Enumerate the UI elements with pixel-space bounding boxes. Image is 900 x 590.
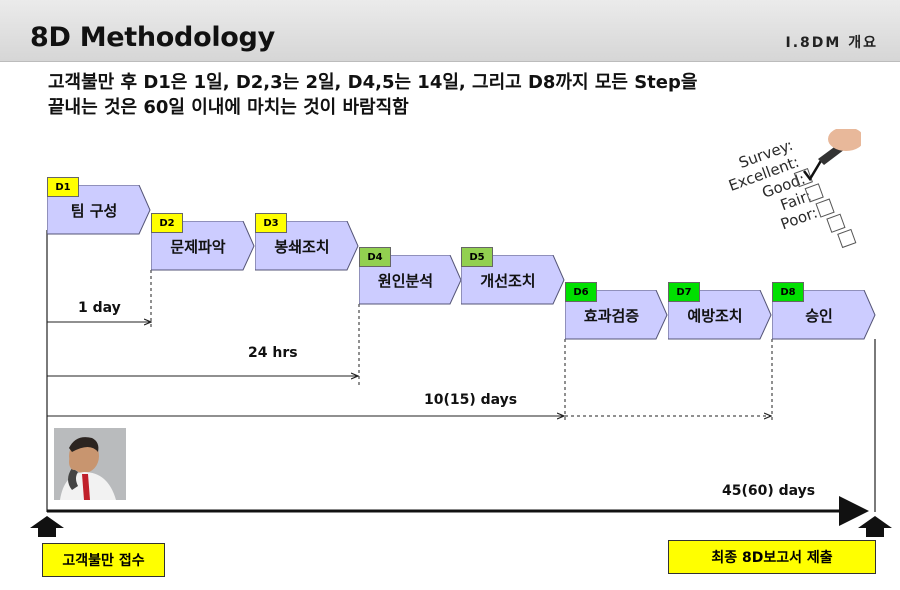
step-d4: 원인분석	[359, 255, 462, 305]
step-tag-d4: D4	[359, 247, 391, 267]
hand-icon	[828, 129, 861, 151]
step-tag-d1: D1	[47, 177, 79, 197]
end-label-box: 최종 8D보고서 제출	[668, 540, 876, 574]
step-tag-d7: D7	[668, 282, 700, 302]
step-tag-d3: D3	[255, 213, 287, 233]
step-d8: 승인	[772, 290, 876, 340]
duration-24-hrs: 24 hrs	[248, 345, 298, 361]
step-label: 문제파악	[170, 237, 226, 256]
step-label: 팀 구성	[70, 201, 118, 220]
step-label: 원인분석	[377, 271, 434, 290]
checkbox-grid-icon	[793, 129, 861, 249]
angry-customer-photo	[54, 428, 126, 500]
step-d1: 팀 구성	[47, 185, 151, 235]
step-d6: 효과검증	[565, 290, 668, 340]
headline-line-1: 고객불만 후 D1은 1일, D2,3는 2일, D4,5는 14일, 그리고 …	[48, 72, 698, 93]
step-d7: 예방조치	[668, 290, 772, 340]
headline-line-2: 끝내는 것은 60일 이내에 마치는 것이 바람직함	[48, 97, 409, 118]
step-label: 예방조치	[687, 306, 743, 325]
step-tag-d6: D6	[565, 282, 597, 302]
survey-image: Survey: Excellent: Good: Fair: Poor:	[706, 129, 861, 264]
step-label: 승인	[805, 306, 833, 325]
end-arrow-up	[858, 516, 892, 537]
customer-on-phone-icon	[54, 428, 126, 500]
duration-45-60-days: 45(60) days	[722, 483, 816, 499]
step-tag-d8: D8	[772, 282, 804, 302]
page-title: 8D Methodology	[30, 22, 275, 53]
step-label: 효과검증	[583, 306, 640, 325]
start-arrow-up	[30, 516, 64, 537]
headline: 고객불만 후 D1은 1일, D2,3는 2일, D4,5는 14일, 그리고 …	[48, 70, 868, 120]
step-label: 봉쇄조치	[274, 237, 330, 256]
section-label: I.8DM 개요	[785, 35, 878, 51]
step-label: 개선조치	[480, 271, 536, 290]
header-bar: 8D Methodology I.8DM 개요	[0, 0, 900, 62]
step-d5: 개선조치	[461, 255, 565, 305]
step-d2: 문제파악	[151, 221, 255, 271]
step-tag-d5: D5	[461, 247, 493, 267]
duration-10-15-days: 10(15) days	[424, 392, 518, 408]
start-label-box: 고객불만 접수	[42, 543, 165, 577]
duration-1-day: 1 day	[78, 300, 121, 316]
checkmark-icon	[803, 158, 824, 182]
step-tag-d2: D2	[151, 213, 183, 233]
step-d3: 봉쇄조치	[255, 221, 359, 271]
